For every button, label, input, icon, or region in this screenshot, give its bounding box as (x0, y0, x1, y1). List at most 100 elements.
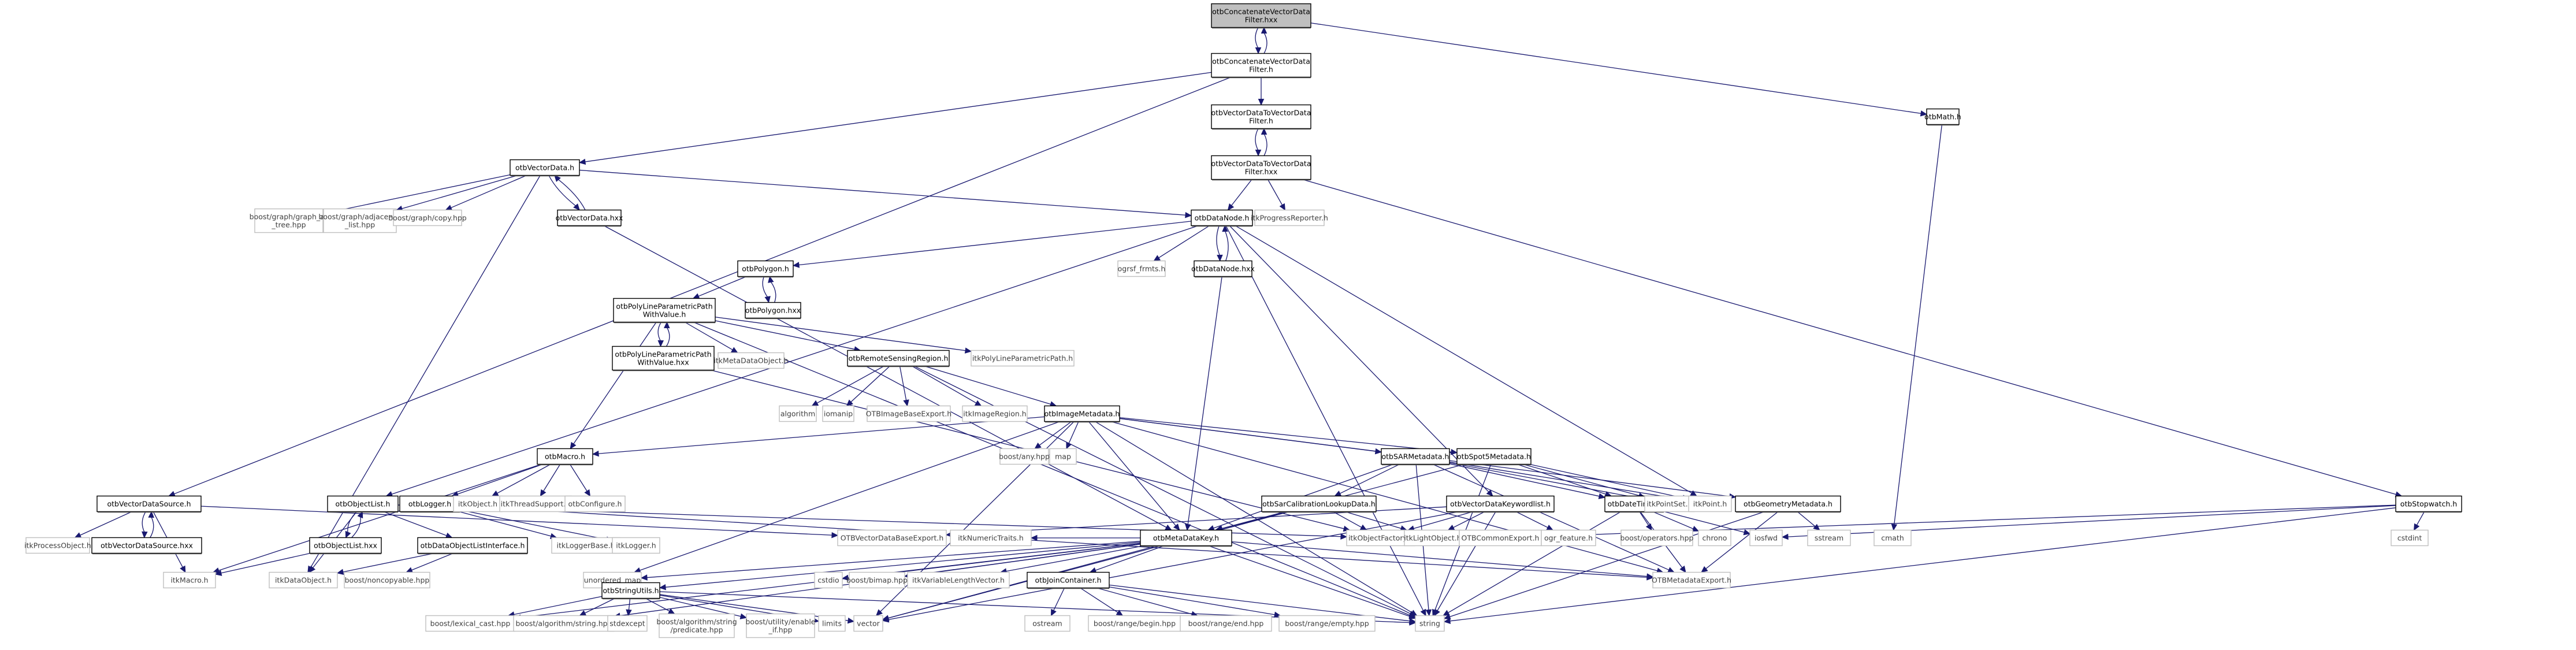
node-box (612, 346, 715, 371)
dependency-edge (1310, 23, 1922, 114)
dependency-edge (899, 366, 907, 401)
arrowhead-icon (1222, 225, 1228, 232)
graph-node[interactable]: otbPolygon.h (737, 260, 794, 278)
node-box (847, 350, 950, 367)
arrowhead-icon (1116, 610, 1124, 616)
arrowhead-icon (1258, 99, 1265, 106)
dependency-edge (1333, 511, 1362, 528)
arrowhead-icon (592, 450, 599, 457)
graph-node[interactable]: otbSarCalibrationLookupData.h (1261, 495, 1377, 513)
node-label: otbRemoteSensingRegion.h (849, 354, 949, 363)
node-label: unordered_map (584, 576, 641, 585)
node-box (453, 495, 503, 512)
node-box (1044, 405, 1120, 422)
graph-node[interactable]: otbStringUtils.h (601, 582, 660, 600)
node-label: cstdint (2397, 534, 2422, 543)
graph-node[interactable]: otbSARMetadata.h (1381, 448, 1450, 466)
arrowhead-icon (554, 174, 561, 182)
node-label: cmath (1881, 534, 1904, 543)
graph-node[interactable]: otbObjectList.h (327, 495, 399, 513)
node-label: otbPolygon.h (742, 265, 789, 273)
node-box (745, 302, 801, 319)
node-label: map (1055, 452, 1071, 461)
graph-node[interactable]: otbPolygon.hxx (745, 302, 801, 320)
dependency-edge (887, 511, 1459, 621)
node-label: Filter.h (1249, 65, 1273, 74)
dependency-edge (657, 322, 662, 341)
graph-node[interactable]: otbJoinContainer.h (1027, 571, 1110, 589)
graph-node: itkPoint.h (1688, 495, 1732, 512)
graph-node[interactable]: otbVectorDataSource.h (96, 495, 202, 513)
dependency-edge (1639, 511, 1649, 526)
node-box (551, 537, 620, 554)
graph-node[interactable]: otbSpot5Metadata.h (1456, 448, 1532, 466)
arrowhead-icon (875, 609, 883, 616)
arrowhead-icon (882, 615, 890, 621)
arrowhead-icon (1891, 523, 1898, 531)
node-box (1191, 209, 1253, 226)
graph-node[interactable]: otbStopwatch.h (2395, 495, 2462, 513)
node-label: _list.hpp (344, 221, 375, 229)
dependency-edge (351, 516, 361, 538)
graph-node[interactable]: otbVectorDataKeywordlist.h (1446, 495, 1555, 513)
node-box (853, 615, 883, 632)
graph-node[interactable]: otbDataNode.h (1191, 209, 1253, 227)
arrowhead-icon (1546, 525, 1554, 531)
dependency-edge (173, 76, 1232, 495)
node-box (1698, 529, 1731, 547)
graph-node[interactable]: otbLogger.h (399, 495, 460, 513)
graph-node[interactable]: otbRemoteSensingRegion.h (847, 350, 950, 367)
node-box (814, 571, 843, 589)
node-label: otbJoinContainer.h (1035, 576, 1101, 585)
graph-node[interactable]: otbVectorData.hxx (556, 209, 623, 227)
arrowhead-icon (831, 532, 839, 538)
node-box (1049, 448, 1077, 465)
node-label: itkLightObject.h (1404, 534, 1461, 543)
graph-node: string (1415, 615, 1445, 632)
dependency-edge (1344, 511, 1402, 529)
graph-node: algorithm (779, 405, 817, 422)
node-box (1404, 529, 1462, 547)
node-label: itkNumericTraits.h (958, 534, 1024, 543)
node-box (613, 298, 716, 323)
arrowhead-icon (903, 399, 909, 407)
graph-node[interactable]: otbGeometryMetadata.h (1735, 495, 1841, 513)
dependency-edge (1187, 276, 1222, 525)
arrowhead-icon (974, 400, 982, 407)
graph-node[interactable]: otbImageMetadata.h (1044, 405, 1120, 423)
node-label: boost/range/end.hpp (1188, 619, 1264, 628)
node-box (513, 615, 615, 632)
dependency-edge (913, 365, 1411, 615)
node-label: otbConfigure.h (568, 500, 622, 508)
node-label: _if.hpp (768, 626, 793, 634)
dependency-edge (646, 541, 1141, 578)
node-label: otbVectorDataSource.h (107, 500, 191, 508)
node-label: sstream (1815, 534, 1843, 543)
graph-node[interactable]: otbDataObjectListInterface.h (417, 537, 528, 555)
graph-node: boost/graph/copy.hpp (388, 209, 467, 226)
graph-node[interactable]: otbMetaDataKey.h (1140, 529, 1232, 547)
arrowhead-icon (1050, 608, 1057, 616)
node-box (1024, 615, 1070, 632)
graph-node[interactable]: otbVectorDataSource.hxx (91, 537, 202, 555)
dependency-edge (1529, 463, 1684, 499)
graph-node[interactable]: otbVectorData.h (510, 159, 580, 177)
node-label: otbConcatenateVectorData (1212, 57, 1310, 66)
dependency-edge (715, 317, 967, 351)
graph-node[interactable]: otbObjectList.hxx (309, 537, 382, 555)
graph-node[interactable]: otbMath.h (1924, 108, 1961, 126)
graph-node[interactable]: otbDataNode.hxx (1191, 260, 1255, 278)
node-label: otbGeometryMetadata.h (1744, 500, 1832, 508)
dependency-edge (1158, 225, 1210, 259)
dependency-edge (798, 221, 1192, 266)
node-box (1254, 209, 1325, 226)
graph-node[interactable]: otbMacro.h (537, 448, 593, 466)
dependency-edge (1449, 462, 1640, 499)
